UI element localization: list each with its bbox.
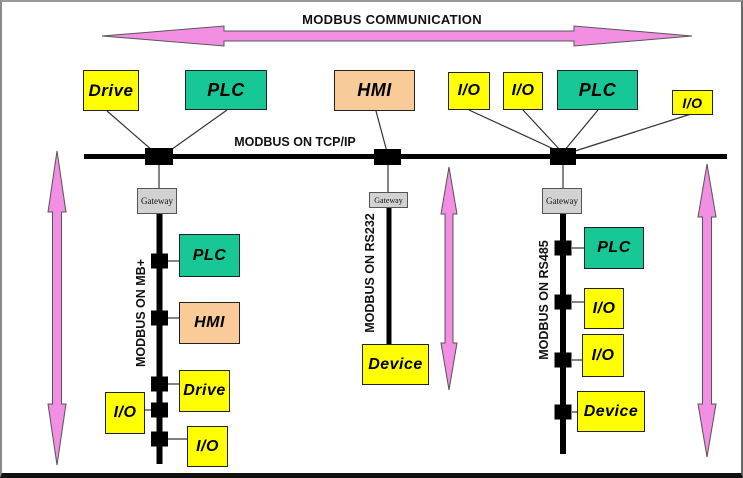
device-box-drive: Drive [179,370,230,412]
bus-connector [151,376,168,392]
bus-connector [554,404,572,420]
bus-connector [151,310,168,326]
right-bidirectional-arrow-icon [697,163,717,458]
device-box-io: I/O [582,334,624,377]
device-box-plc: PLC [185,70,267,110]
bus-connector [151,253,168,269]
device-box-io: I/O [105,392,145,434]
bus-connector [151,402,168,418]
bus-tap [374,149,401,165]
bus-tap [145,148,173,165]
device-box-plc: PLC [557,70,638,110]
device-box-io: I/O [584,288,624,329]
bus-connector [554,240,572,256]
device-box-device: Device [577,391,645,432]
gateway-box: Gateway [542,188,582,214]
device-box-io: I/O [503,72,543,110]
rs485-bus-line [560,214,566,454]
mbplus-bus-label: MODBUS ON MB+ [134,259,148,367]
rs232-bus-label: MODBUS ON RS232 [363,213,377,333]
bus-connector [554,352,572,368]
device-box-io: I/O [187,426,228,467]
device-box-plc: PLC [584,227,644,269]
gateway-box: Gateway [369,192,408,208]
device-box-device: Device [362,344,429,385]
mbplus-bus-line [156,214,163,464]
gateway-box: Gateway [137,188,177,214]
left-bidirectional-arrow-icon [47,150,67,466]
bus-connector [554,294,572,310]
device-box-hmi: HMI [334,70,415,111]
tcpip-bus-line [84,154,727,159]
device-box-plc: PLC [179,234,240,277]
device-box-io: I/O [672,90,713,115]
device-box-io: I/O [448,72,490,110]
bus-tap [550,148,576,165]
modbus-communication-arrow-icon [101,25,693,47]
device-box-drive: Drive [83,70,139,111]
device-box-hmi: HMI [179,302,240,344]
rs232-bus-line [386,208,392,344]
tcpip-bus-label: MODBUS ON TCP/IP [234,135,356,149]
middle-bidirectional-arrow-icon [440,166,458,391]
diagram-title: MODBUS COMMUNICATION [302,12,482,27]
bus-connector [151,431,168,447]
rs485-bus-label: MODBUS ON RS485 [537,240,551,360]
